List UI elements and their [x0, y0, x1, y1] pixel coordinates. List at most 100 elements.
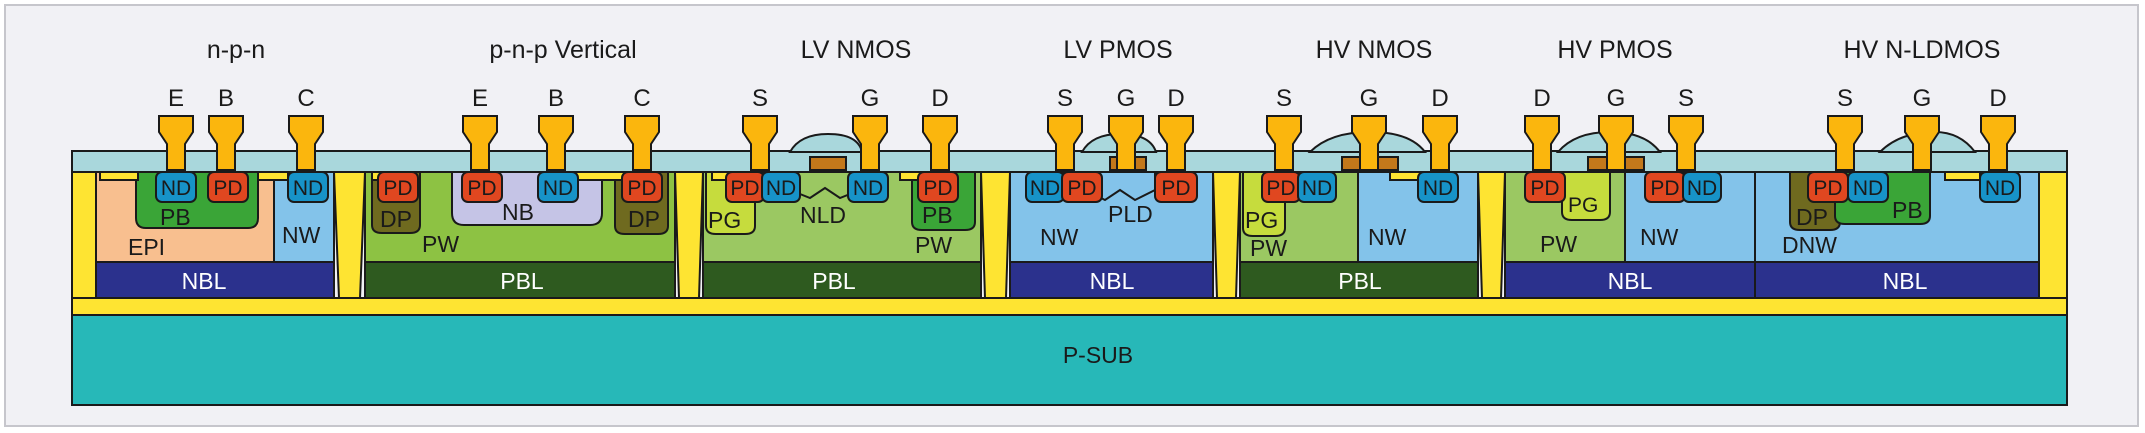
terminal-label: G: [1913, 85, 1932, 112]
svg-text:ND: ND: [1985, 177, 2015, 200]
metal-contact: [742, 115, 778, 171]
terminal-label: D: [1533, 85, 1550, 112]
hvpmos-pg-region: [1561, 171, 1611, 221]
terminal-label: C: [297, 85, 314, 112]
svg-text:PD: PD: [467, 177, 496, 200]
svg-text:PG: PG: [708, 207, 741, 233]
svg-text:ND: ND: [766, 177, 796, 200]
isolation-bottom-band: [71, 297, 2068, 316]
terminal-label: S: [752, 85, 768, 112]
svg-text:PD: PD: [730, 177, 759, 200]
metal-contact: [922, 115, 958, 171]
terminal-label: D: [1167, 85, 1184, 112]
diffusion-labels: ND PD ND PD PD ND PD PD ND ND PD ND PD P…: [161, 177, 2015, 200]
buried-layer-label-pnp: PBL: [500, 268, 544, 294]
svg-text:PG: PG: [1245, 207, 1278, 233]
buried-layer-label-lvnmos: PBL: [812, 268, 856, 294]
terminal-label: S: [1837, 85, 1853, 112]
metal-contact: [1904, 115, 1940, 171]
svg-text:PB: PB: [922, 202, 953, 228]
svg-text:PD: PD: [1266, 177, 1295, 200]
svg-text:PD: PD: [383, 177, 412, 200]
terminal-label: D: [1431, 85, 1448, 112]
terminal-label: C: [633, 85, 650, 112]
terminal-label: E: [168, 85, 184, 112]
svg-text:PD: PD: [627, 177, 656, 200]
svg-text:NW: NW: [1368, 224, 1407, 250]
svg-text:PB: PB: [1892, 197, 1923, 223]
device-title-ldmos: HV N-LDMOS: [1844, 36, 2001, 64]
metal-contact: [462, 115, 498, 171]
metal-contact: [538, 115, 574, 171]
metal-contact: [208, 115, 244, 171]
metal-contact: [1524, 115, 1560, 171]
contact-diffusions: [155, 171, 2021, 203]
metal-contact: [1108, 115, 1144, 171]
svg-text:PD: PD: [213, 177, 242, 200]
buried-layers: [95, 261, 2040, 299]
svg-text:ND: ND: [1030, 177, 1060, 200]
metal-contact: [1598, 115, 1634, 171]
metal-contact: [852, 115, 888, 171]
terminal-label: S: [1678, 85, 1694, 112]
svg-text:EPI: EPI: [128, 234, 165, 260]
svg-text:PW: PW: [1540, 231, 1577, 257]
lvnmos-gate-oxide: [788, 132, 864, 153]
svg-text:PD: PD: [1813, 177, 1842, 200]
terminal-label: G: [1607, 85, 1626, 112]
metal-contact: [1980, 115, 2016, 171]
device-title-lvpmos: LV PMOS: [1063, 36, 1172, 64]
p-sub-layer: [71, 314, 2068, 406]
device-title-npn: n-p-n: [207, 36, 265, 64]
buried-layer-label-hvpmos: NBL: [1608, 268, 1653, 294]
svg-text:ND: ND: [293, 177, 323, 200]
device-title-hvnmos: HV NMOS: [1316, 36, 1433, 64]
terminal-label: G: [1117, 85, 1136, 112]
device-titles: n-p-n p-n-p Vertical LV NMOS LV PMOS HV …: [207, 36, 2001, 64]
svg-text:PD: PD: [1650, 177, 1679, 200]
buried-layer-label-npn: NBL: [182, 268, 227, 294]
device-title-pnp: p-n-p Vertical: [489, 36, 636, 64]
svg-text:ND: ND: [1687, 177, 1717, 200]
metal-contact: [158, 115, 194, 171]
terminal-label: S: [1057, 85, 1073, 112]
metal-contact: [288, 115, 324, 171]
svg-text:DP: DP: [628, 206, 660, 232]
svg-text:ND: ND: [543, 177, 573, 200]
terminal-label: G: [861, 85, 880, 112]
svg-text:ND: ND: [1423, 177, 1453, 200]
buried-layer-label-ldmos: NBL: [1883, 268, 1928, 294]
svg-text:PD: PD: [1067, 177, 1096, 200]
terminal-label: G: [1360, 85, 1379, 112]
svg-text:NW: NW: [282, 222, 321, 248]
metal-contact: [1827, 115, 1863, 171]
terminal-label: E: [472, 85, 488, 112]
svg-text:DP: DP: [1796, 204, 1828, 230]
svg-text:ND: ND: [1302, 177, 1332, 200]
svg-text:PD: PD: [923, 177, 952, 200]
svg-text:ND: ND: [161, 177, 191, 200]
svg-text:PW: PW: [1250, 235, 1287, 261]
svg-text:ND: ND: [1853, 177, 1883, 200]
metal-contact: [1266, 115, 1302, 171]
metal-contact: [624, 115, 660, 171]
svg-text:PD: PD: [1161, 177, 1190, 200]
isolation-regions: [71, 171, 2068, 299]
terminal-label: D: [931, 85, 948, 112]
metal-contact: [1351, 115, 1387, 171]
terminal-label: D: [1989, 85, 2006, 112]
svg-text:NW: NW: [1640, 224, 1679, 250]
buried-layer-label-hvnmos: PBL: [1338, 268, 1382, 294]
svg-text:NLD: NLD: [800, 202, 846, 228]
svg-text:NW: NW: [1040, 224, 1079, 250]
svg-text:DP: DP: [380, 206, 412, 232]
svg-text:NB: NB: [502, 199, 534, 225]
svg-text:PW: PW: [915, 232, 952, 258]
buried-layer-label-lvpmos: NBL: [1090, 268, 1135, 294]
metal-contact: [1422, 115, 1458, 171]
terminal-label: B: [218, 85, 234, 112]
metal-contacts: [158, 115, 2016, 171]
svg-text:PD: PD: [1530, 177, 1559, 200]
